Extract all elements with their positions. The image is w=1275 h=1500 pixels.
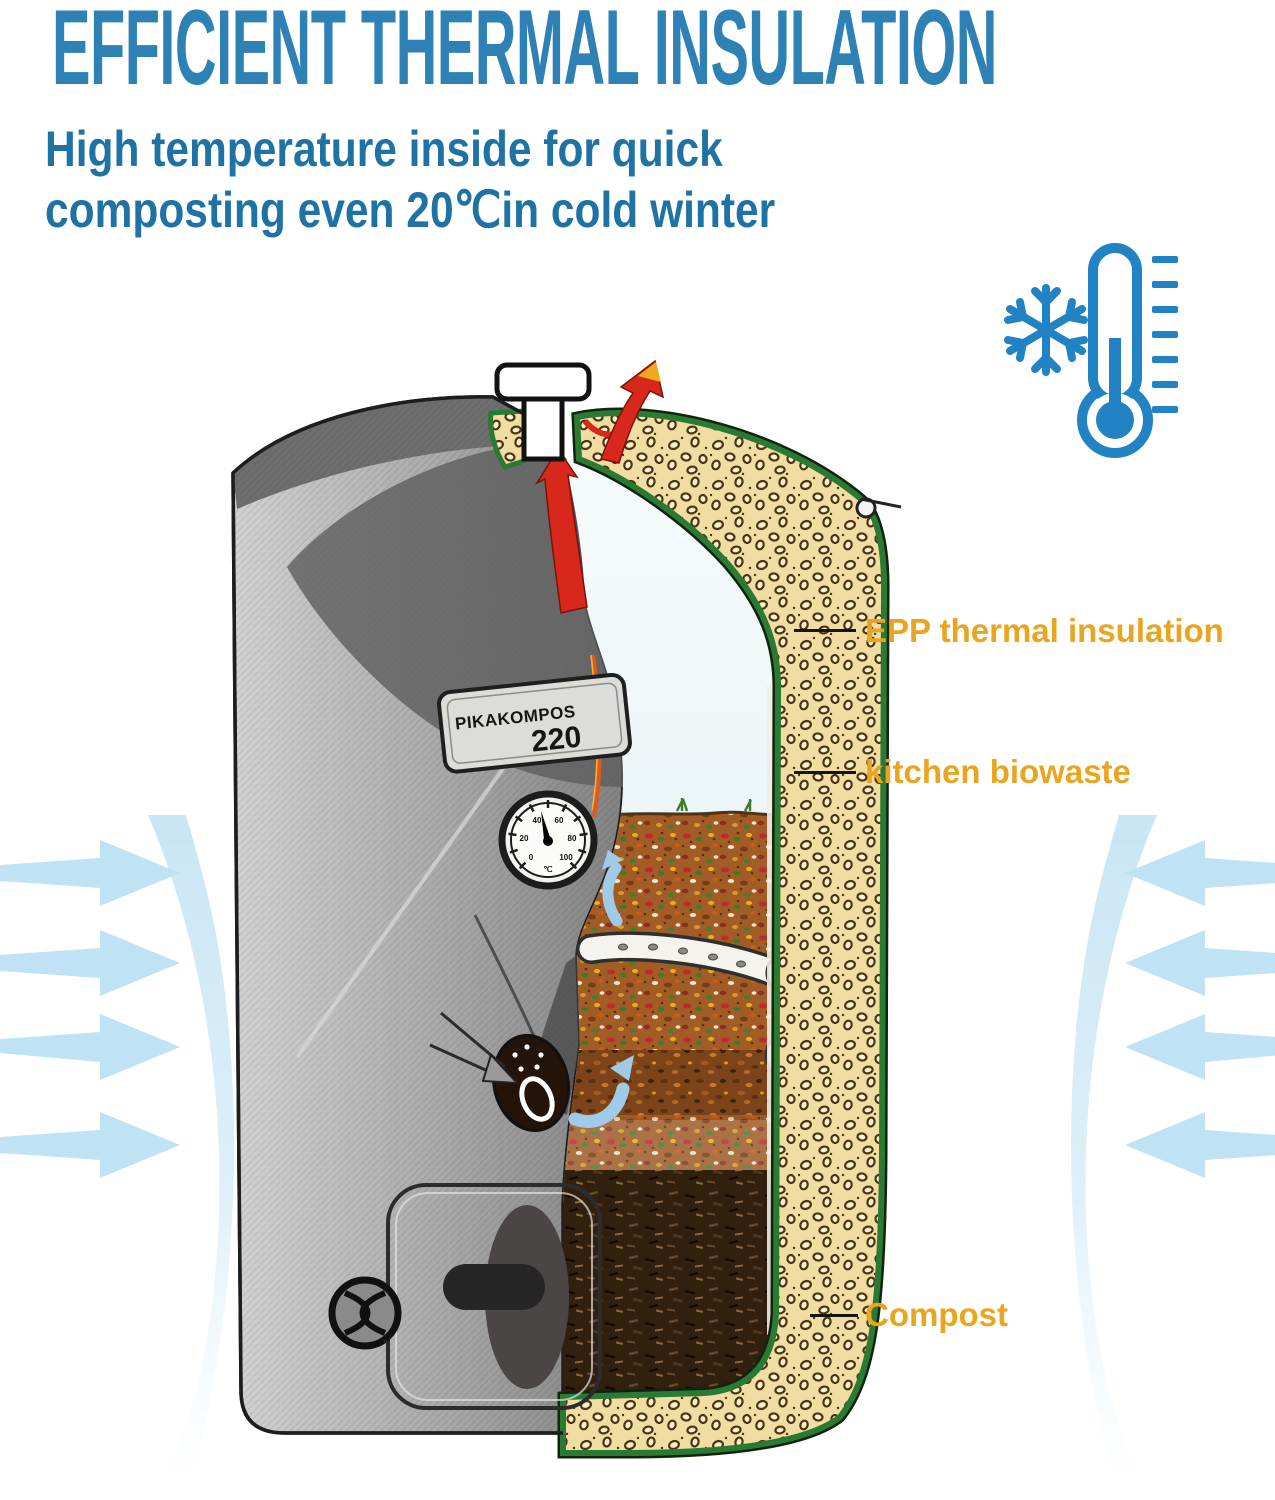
label-kitchen-biowaste: kitchen biowaste [865, 753, 1131, 790]
airflow-arrows-right [1070, 815, 1275, 1500]
hatch-handle [443, 1264, 545, 1310]
temperature-dial: 0 20 40 60 80 100 ℃ [498, 790, 598, 890]
bottom-hatch [328, 1183, 602, 1410]
product-plate: PIKAKOMPOS 220 [436, 672, 632, 774]
composter-cutaway-illustration: PIKAKOMPOS 220 0 20 [231, 359, 902, 1500]
callout-line-insulation [794, 629, 856, 632]
snowflake-icon [1004, 284, 1088, 376]
subtitle-line-1: High temperature inside for quick [45, 121, 723, 177]
foam-lid-wedge [488, 408, 527, 470]
vent-cap [494, 362, 592, 462]
epp-foam-insulation [488, 408, 902, 1453]
airflow-arrow-mid [568, 1055, 634, 1128]
lock-knob [328, 1276, 402, 1350]
dial-needle [541, 811, 552, 844]
cold-shield-band [148, 815, 234, 1500]
label-epp-insulation: EPP thermal insulation [865, 612, 1224, 649]
snowflake-thermometer-icon [1004, 243, 1178, 458]
page-title: EFFICIENT THERMAL INSULATION [52, 0, 997, 108]
aeration-hole [429, 1011, 571, 1133]
mid-compost-layer [563, 1050, 778, 1120]
model-text: 220 [530, 721, 583, 759]
label-compost: Compost [865, 1296, 1008, 1333]
dial-number: 20 [520, 834, 529, 843]
dial-unit: ℃ [544, 865, 553, 874]
dial-number: 60 [555, 816, 564, 825]
dial-number: 0 [529, 853, 534, 862]
thermometer-icon [1077, 243, 1178, 458]
dial-number: 40 [533, 816, 542, 825]
steam-arrow-outer [582, 359, 665, 464]
subtitle-line-2: composting even 20℃in cold winter [45, 182, 776, 238]
mature-compost-layer [563, 1170, 778, 1395]
thermometer-scale-ticks [1152, 256, 1178, 413]
airflow-arrow-pipe [602, 850, 623, 927]
pointer-arrow [429, 1011, 520, 1085]
callout-line-compost [810, 1314, 858, 1317]
callout-line-biowaste [794, 771, 856, 774]
dial-number: 100 [559, 853, 573, 862]
cold-arrows [0, 840, 180, 1178]
airflow-arrows-left [0, 815, 234, 1500]
dial-number: 80 [568, 834, 577, 843]
